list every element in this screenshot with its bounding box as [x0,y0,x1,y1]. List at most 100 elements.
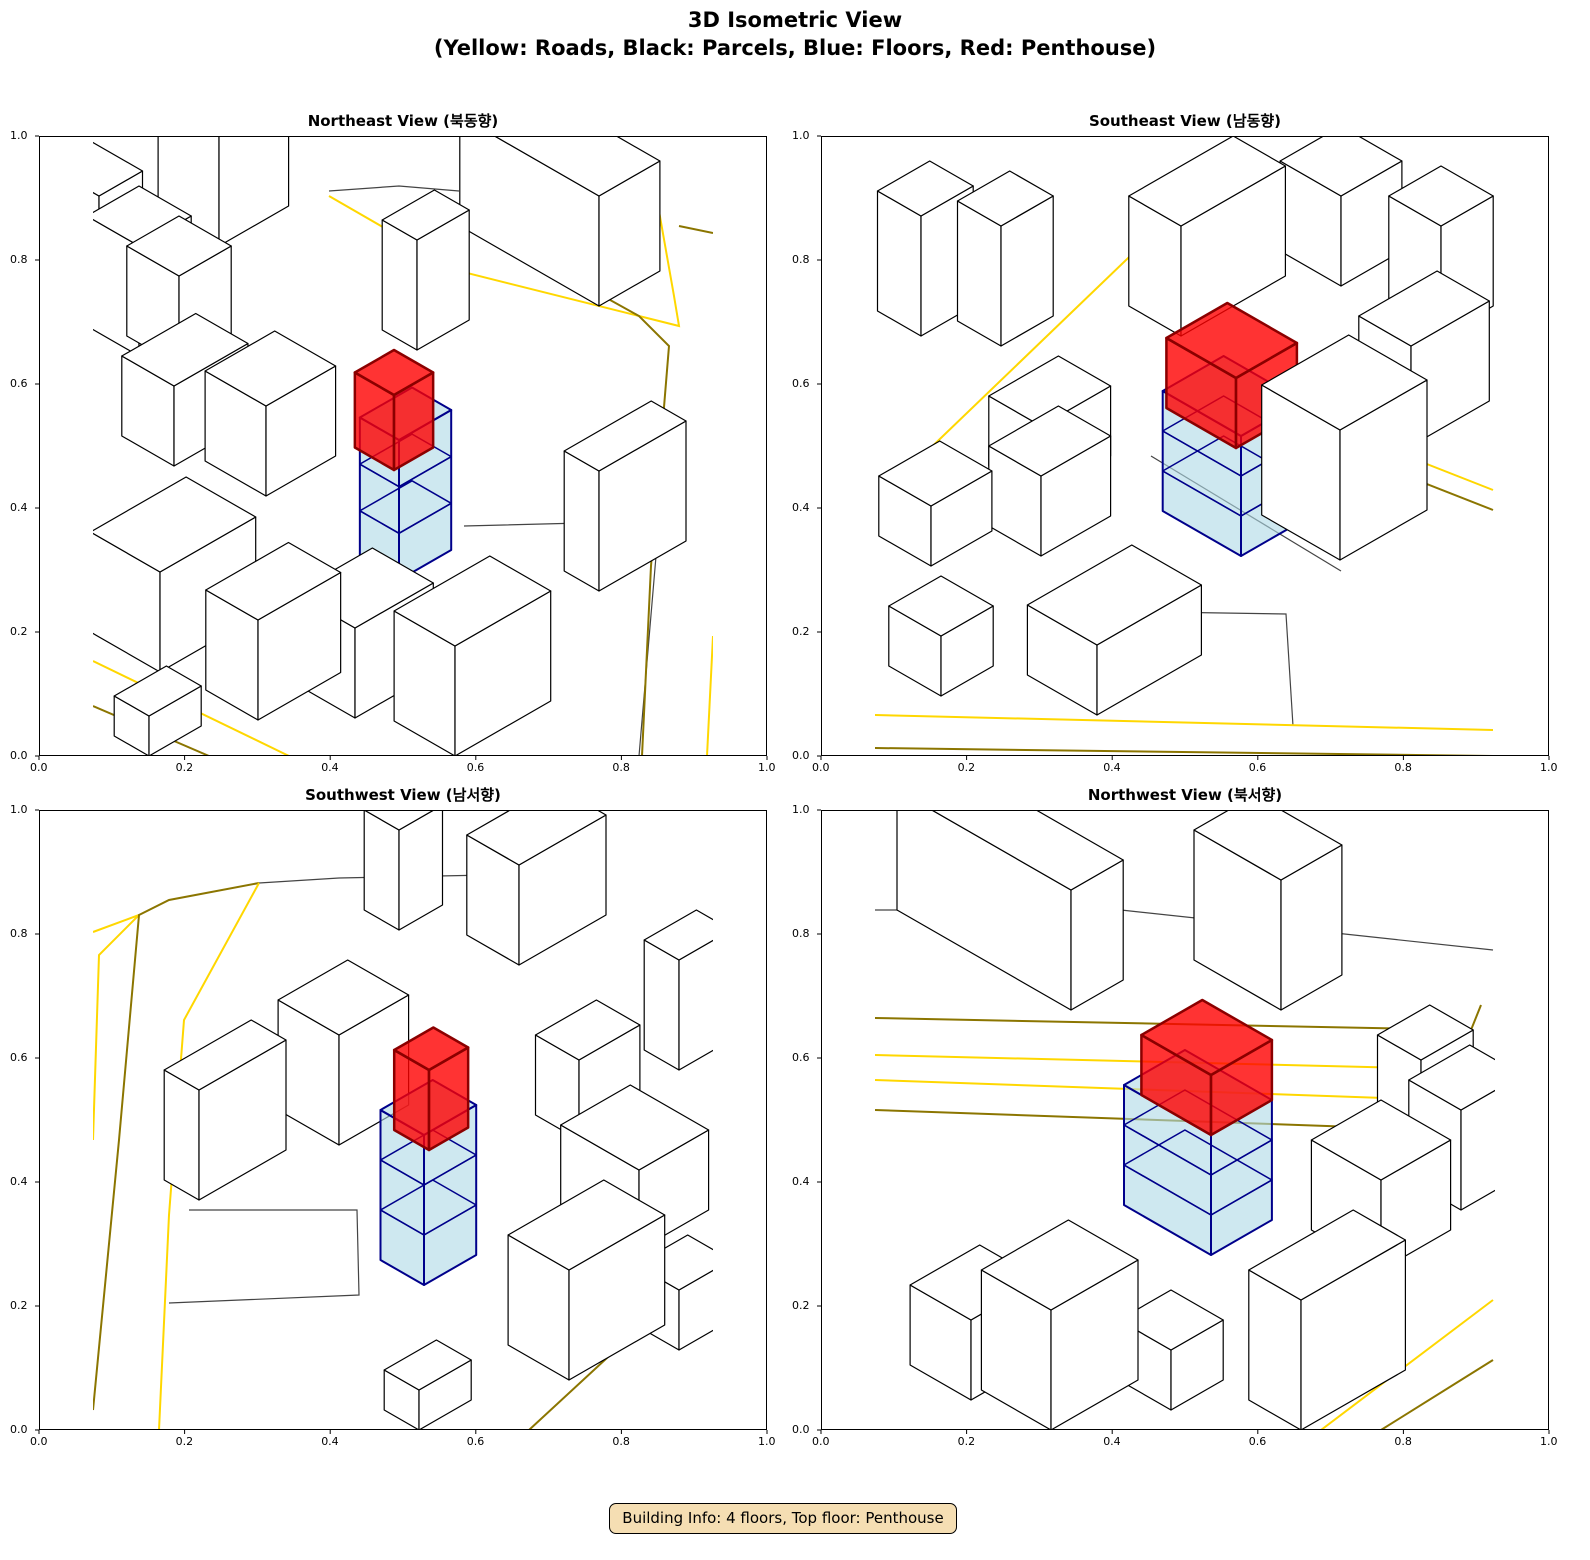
parcel-building-top-face [507,1179,666,1271]
y-tick-label: 0.2 [792,625,810,638]
parcel-building-top-face [93,476,257,573]
parcel-building-top-face [493,136,661,197]
parcel-building-top-face [1358,270,1490,347]
y-tick-label: 0.2 [10,625,28,638]
x-tick-label: 0.2 [957,1435,976,1448]
parcel-building-top-face [956,170,1054,227]
parcel-building-top-face [1248,1209,1407,1301]
x-tick-label: 0.4 [1103,761,1121,774]
x-tick-label: 0.6 [1248,1435,1267,1448]
parcel-building-right-face [1460,1089,1495,1211]
parcel-building-top-face [466,810,607,866]
y-tick-label: 1.0 [10,803,28,816]
parcel-building-top-face [121,312,249,387]
parcel-building-top-face [1193,810,1343,881]
parcel-outline [328,185,460,192]
axes-frame [821,810,1549,1430]
parcel-building-top-face [1026,544,1202,646]
parcel-building-top-face [878,440,993,507]
axes-frame [821,136,1549,756]
panel-title: Southwest View (남서향) [305,786,501,804]
axes-plot-area [35,135,768,760]
penthouse-block-top-face [392,1026,470,1072]
parcel-building-top-face [643,909,713,961]
parcel-outline [168,1209,360,1304]
x-tick-label: 1.0 [1540,1435,1558,1448]
y-tick-label: 0.2 [792,1299,810,1312]
axes-plot-area [35,809,768,1434]
parcel-building-top-face [381,189,470,241]
parcel-building-top-face [113,665,202,717]
y-tick-label: 1.0 [792,129,810,142]
axes-frame [39,810,767,1430]
scene-3d [875,810,1495,1430]
x-tick-label: 0.4 [1103,1435,1121,1448]
axes-plot-area [817,135,1550,760]
parcel-building-top-face [93,141,144,197]
building-info-box: Building Info: 4 floors, Top floor: Pent… [609,1503,957,1534]
x-tick-label: 0.6 [1248,761,1267,774]
parcel-building-top-face [560,1084,710,1171]
parcel-building-right-face [678,939,713,1071]
y-tick-label: 0.4 [792,501,810,514]
parcel-building-left-face [643,939,680,1071]
parcel-building-top-face [930,810,1124,891]
parcel-building-left-face [93,191,100,287]
y-tick-label: 1.0 [10,129,28,142]
y-tick-label: 0.8 [792,927,810,940]
y-tick-label: 0.0 [10,749,28,762]
parcel-building-top-face [126,215,232,277]
y-tick-label: 0.8 [10,927,28,940]
road-line [93,882,260,1411]
y-tick-label: 0.6 [10,377,28,390]
parcel-building-top-face [888,575,994,637]
axes-plot-area [817,809,1550,1434]
x-tick-label: 0.0 [30,1435,48,1448]
parcel-building-top-face [163,1019,287,1091]
y-tick-label: 0.6 [10,1051,28,1064]
x-tick-label: 0.6 [466,761,485,774]
y-tick-label: 0.6 [792,377,810,390]
figure-subtitle-legend: (Yellow: Roads, Black: Parcels, Blue: Fl… [433,36,1157,60]
scene-3d [93,810,713,1430]
axes-frame [39,136,767,756]
panel-title: Southeast View (남동향) [1088,112,1282,130]
x-tick-label: 0.2 [175,761,194,774]
parcel-building-top-face [1388,165,1494,227]
parcel-building-top-face [1408,1044,1495,1111]
x-tick-label: 0.2 [957,761,976,774]
x-tick-label: 0.2 [175,1435,194,1448]
road-line [1380,1359,1494,1430]
parcel-building-top-face [988,405,1112,477]
y-tick-label: 0.4 [10,501,28,514]
y-tick-label: 0.6 [792,1051,810,1064]
y-tick-label: 0.0 [10,1423,28,1436]
x-tick-label: 0.8 [1394,1435,1412,1448]
x-tick-label: 0.4 [321,761,339,774]
x-tick-label: 0.8 [612,1435,630,1448]
parcel-building-top-face [1128,136,1286,227]
x-tick-label: 1.0 [758,761,776,774]
x-tick-label: 1.0 [758,1435,776,1448]
parcel-building-top-face [876,160,974,217]
penthouse-block-top-face [353,348,435,397]
parcel-building-left-face [563,450,600,592]
parcel-building-right-face [678,1269,713,1351]
y-tick-label: 0.8 [792,253,810,266]
floor-divider-top-face [1123,1129,1273,1216]
y-tick-label: 0.8 [10,253,28,266]
parcel-building-top-face [1376,1004,1474,1061]
scene-3d [93,136,713,756]
x-tick-label: 0.0 [812,761,830,774]
panel-southeast-view: Southeast View (남동향) 0.0 0.2 0.4 0.6 0.8 1.0 0… [792,112,1558,774]
parcel-building-top-face [204,330,337,407]
road-line [706,635,713,756]
penthouse-block-top-face [1165,301,1299,380]
x-tick-label: 0.0 [812,1435,830,1448]
x-tick-label: 0.8 [612,761,630,774]
parcel-building-left-face [163,1069,200,1201]
x-tick-label: 0.4 [321,1435,339,1448]
penthouse-block-top-face [1140,998,1274,1077]
y-tick-label: 0.0 [792,749,810,762]
